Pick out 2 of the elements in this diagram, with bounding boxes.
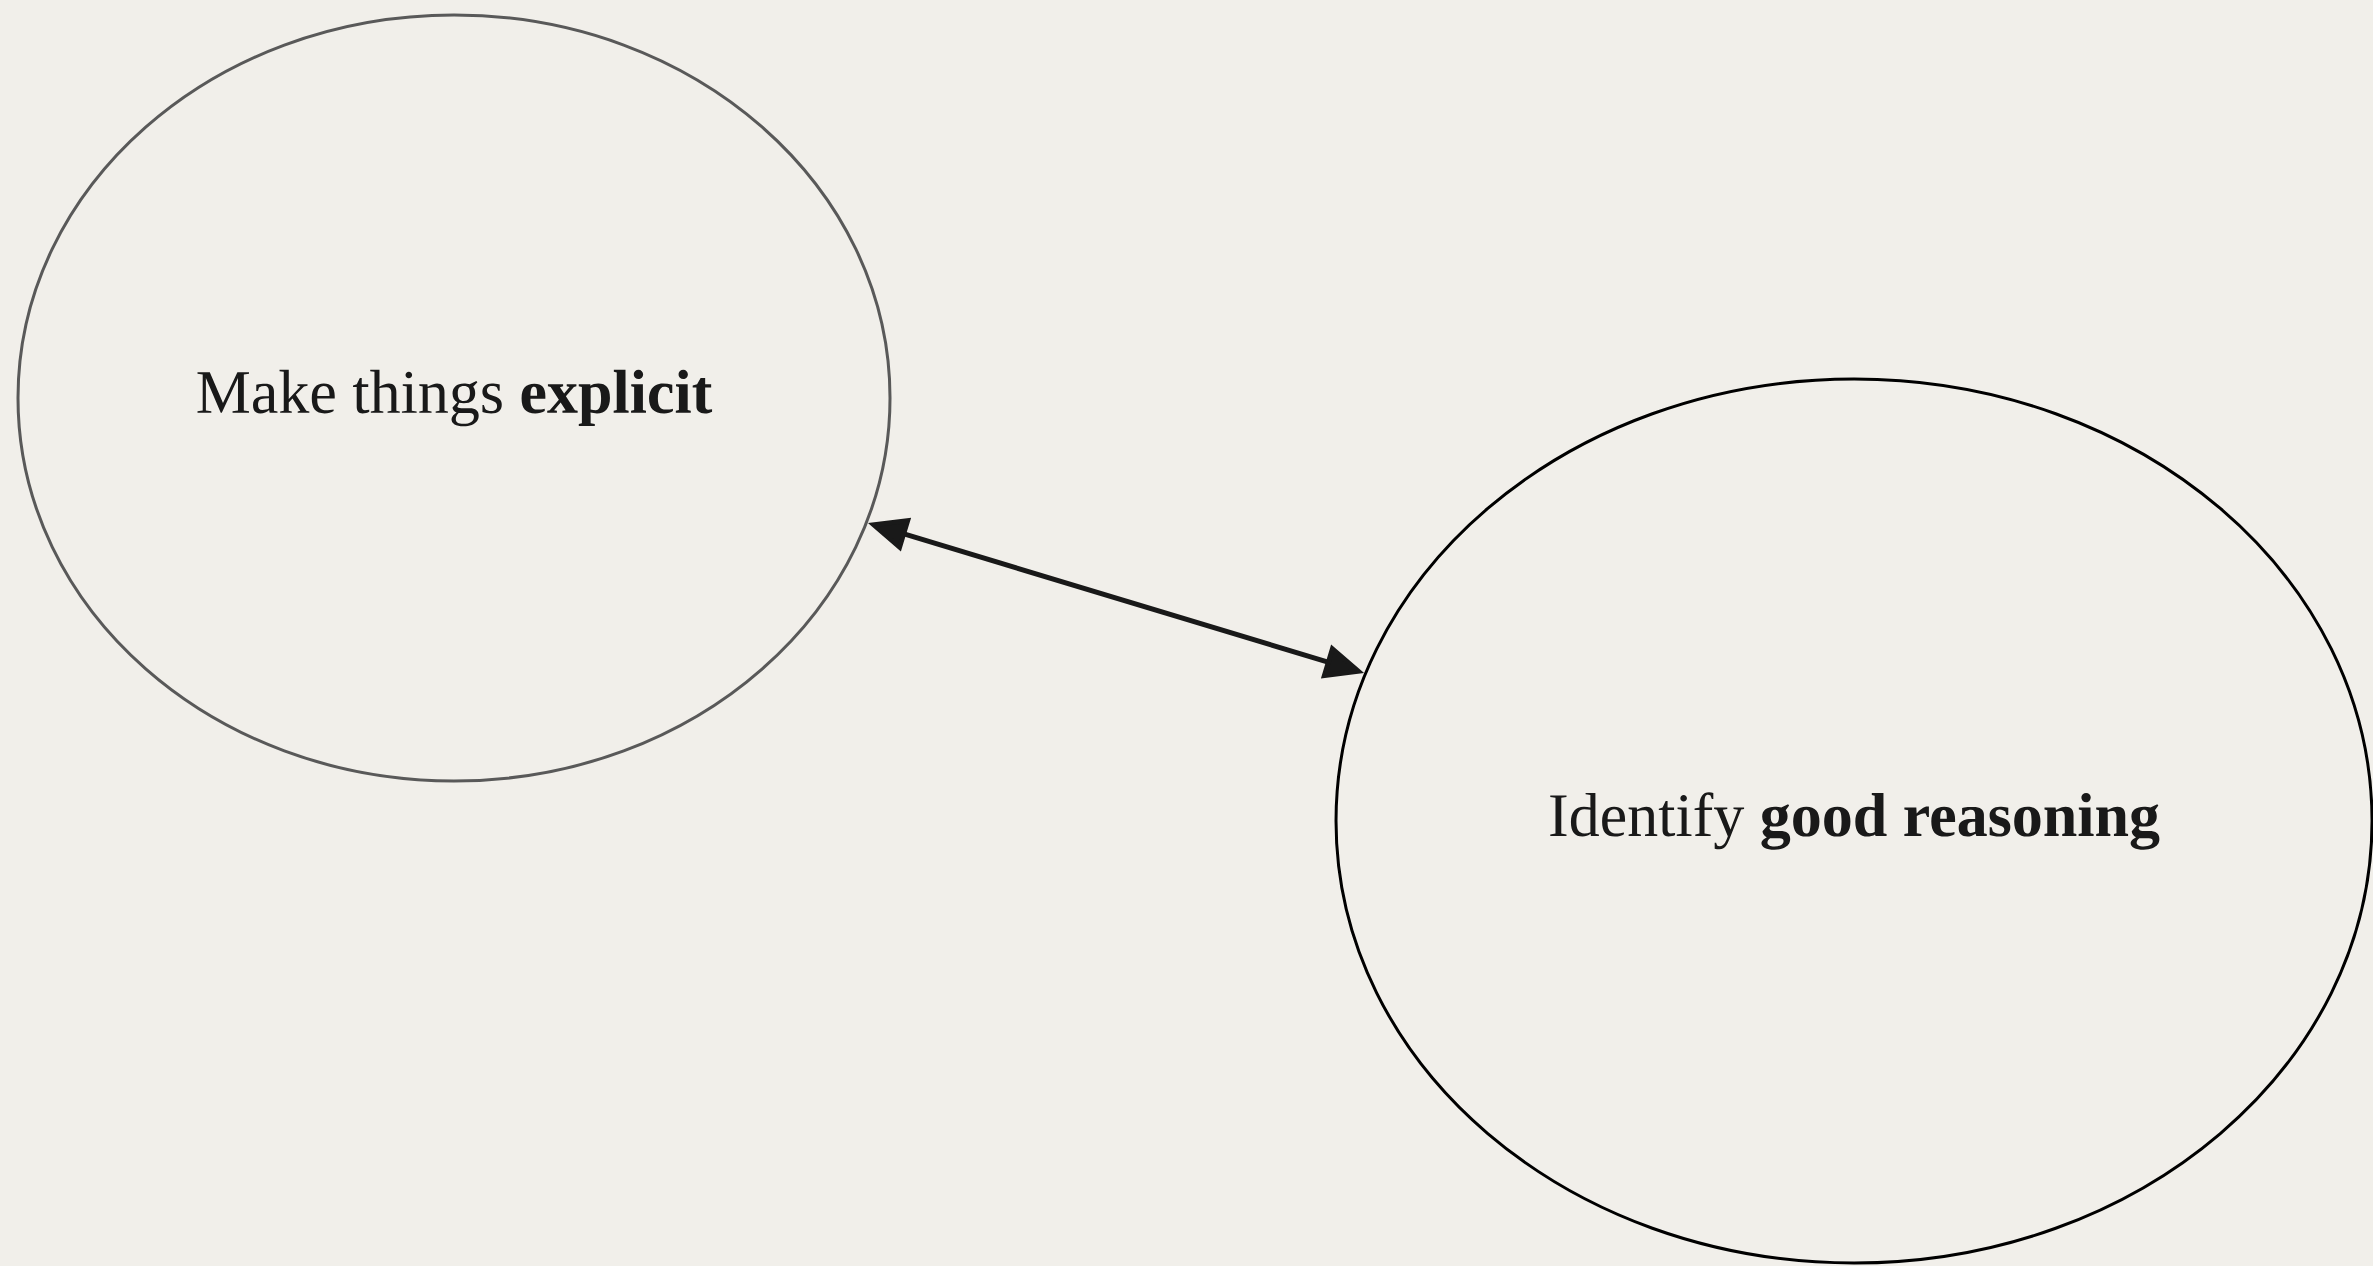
- ellipse-node: Identify good reasoning: [1334, 377, 2373, 1265]
- ellipse-node: Make things explicit: [16, 13, 892, 783]
